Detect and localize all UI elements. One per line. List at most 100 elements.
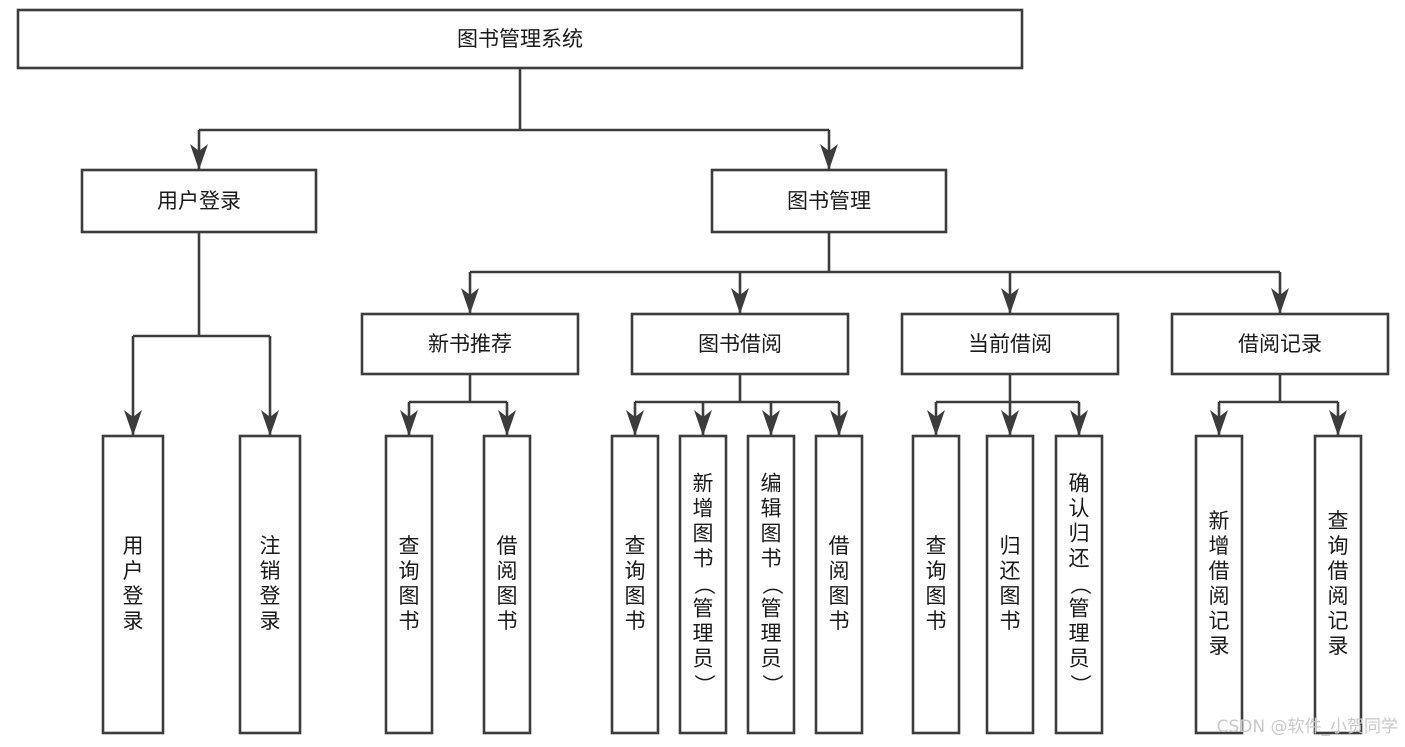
svg-text:登: 登: [260, 584, 281, 608]
node-box-current-return-book: [985, 434, 1035, 735]
svg-text:借: 借: [1328, 559, 1349, 583]
node-box-record-query: [1313, 434, 1363, 735]
svg-text:还: 还: [1069, 547, 1090, 571]
svg-text:用: 用: [123, 534, 144, 558]
arrow-head-book-manage-book-borrow: [731, 288, 749, 314]
svg-text:增: 增: [693, 497, 714, 521]
arrow-head-user-login-logout: [261, 410, 279, 436]
node-box-borrow-add-book: [678, 434, 728, 735]
svg-text:书: 书: [1000, 609, 1021, 633]
svg-text:查: 查: [625, 534, 646, 558]
svg-text:增: 增: [1209, 534, 1230, 558]
node-new-book-recommend[interactable]: 新书推荐: [360, 312, 580, 376]
arrow-head-borrow-record-record-query: [1329, 410, 1347, 436]
svg-text:图: 图: [497, 584, 518, 608]
arrow-head-book-manage-borrow-record: [1271, 288, 1289, 314]
svg-text:书: 书: [761, 547, 782, 571]
node-label-root: 图书管理系统: [457, 27, 583, 51]
svg-text:辑: 辑: [761, 497, 782, 521]
arrow-head-root-user-login: [190, 144, 208, 170]
node-current-borrow[interactable]: 当前借阅: [900, 312, 1120, 376]
arrow-head-current-borrow-current-query-book: [927, 410, 945, 436]
svg-text:（: （: [692, 574, 716, 595]
arrow-head-user-login-login: [124, 410, 142, 436]
svg-text:记: 记: [1209, 609, 1230, 633]
arrow-head-current-borrow-current-confirm-return: [1070, 410, 1088, 436]
arrow-head-book-manage-new-book-recommend: [461, 288, 479, 314]
svg-text:图: 图: [625, 584, 646, 608]
svg-text:借: 借: [497, 534, 518, 558]
node-box-root: [16, 8, 1024, 70]
node-box-book-manage: [710, 168, 948, 234]
node-box-recommend-borrow-book: [482, 434, 532, 735]
svg-text:记: 记: [1328, 609, 1349, 633]
svg-text:管: 管: [693, 597, 714, 621]
svg-text:阅: 阅: [497, 559, 518, 583]
svg-text:）: ）: [760, 674, 784, 695]
node-book-borrow[interactable]: 图书借阅: [630, 312, 850, 376]
node-label-borrow-record: 借阅记录: [1238, 332, 1322, 356]
svg-text:新: 新: [693, 472, 714, 496]
arrow-head-new-book-recommend-recommend-borrow-book: [498, 410, 516, 436]
node-login[interactable]: 用户登录: [101, 434, 165, 735]
node-box-record-add: [1194, 434, 1244, 735]
svg-text:书: 书: [625, 609, 646, 633]
arrow-head-borrow-record-record-add: [1210, 410, 1228, 436]
node-borrow-record[interactable]: 借阅记录: [1170, 312, 1390, 376]
svg-text:管: 管: [761, 597, 782, 621]
node-root[interactable]: 图书管理系统: [16, 8, 1024, 70]
node-box-new-book-recommend: [360, 312, 580, 376]
node-box-logout: [238, 434, 302, 735]
svg-text:阅: 阅: [1328, 584, 1349, 608]
svg-text:图: 图: [693, 522, 714, 546]
arrow-head-book-manage-current-borrow: [1001, 288, 1019, 314]
arrow-head-current-borrow-current-return-book: [1001, 410, 1019, 436]
svg-text:）: ）: [692, 674, 716, 695]
svg-text:询: 询: [399, 559, 420, 583]
arrow-head-book-borrow-borrow-query-book: [626, 410, 644, 436]
svg-text:确: 确: [1069, 472, 1090, 496]
node-book-manage[interactable]: 图书管理: [710, 168, 948, 234]
node-label-book-manage: 图书管理: [787, 189, 871, 213]
node-label-user-login: 用户登录: [157, 189, 241, 213]
node-box-user-login: [80, 168, 318, 234]
node-label-current-borrow: 当前借阅: [968, 332, 1052, 356]
node-box-borrow-query-book: [610, 434, 660, 735]
svg-text:员: 员: [1069, 647, 1090, 671]
svg-text:认: 认: [1069, 497, 1090, 521]
svg-text:图: 图: [926, 584, 947, 608]
node-box-borrow-record: [1170, 312, 1390, 376]
arrow-head-book-borrow-borrow-borrow-book: [830, 410, 848, 436]
svg-text:管: 管: [1069, 597, 1090, 621]
node-box-current-query-book: [911, 434, 961, 735]
svg-text:理: 理: [761, 622, 782, 646]
svg-text:登: 登: [123, 584, 144, 608]
node-user-login[interactable]: 用户登录: [80, 168, 318, 234]
svg-text:阅: 阅: [829, 559, 850, 583]
svg-text:书: 书: [693, 547, 714, 571]
svg-text:员: 员: [693, 647, 714, 671]
svg-text:注: 注: [260, 534, 281, 558]
node-box-recommend-query-book: [384, 434, 434, 735]
